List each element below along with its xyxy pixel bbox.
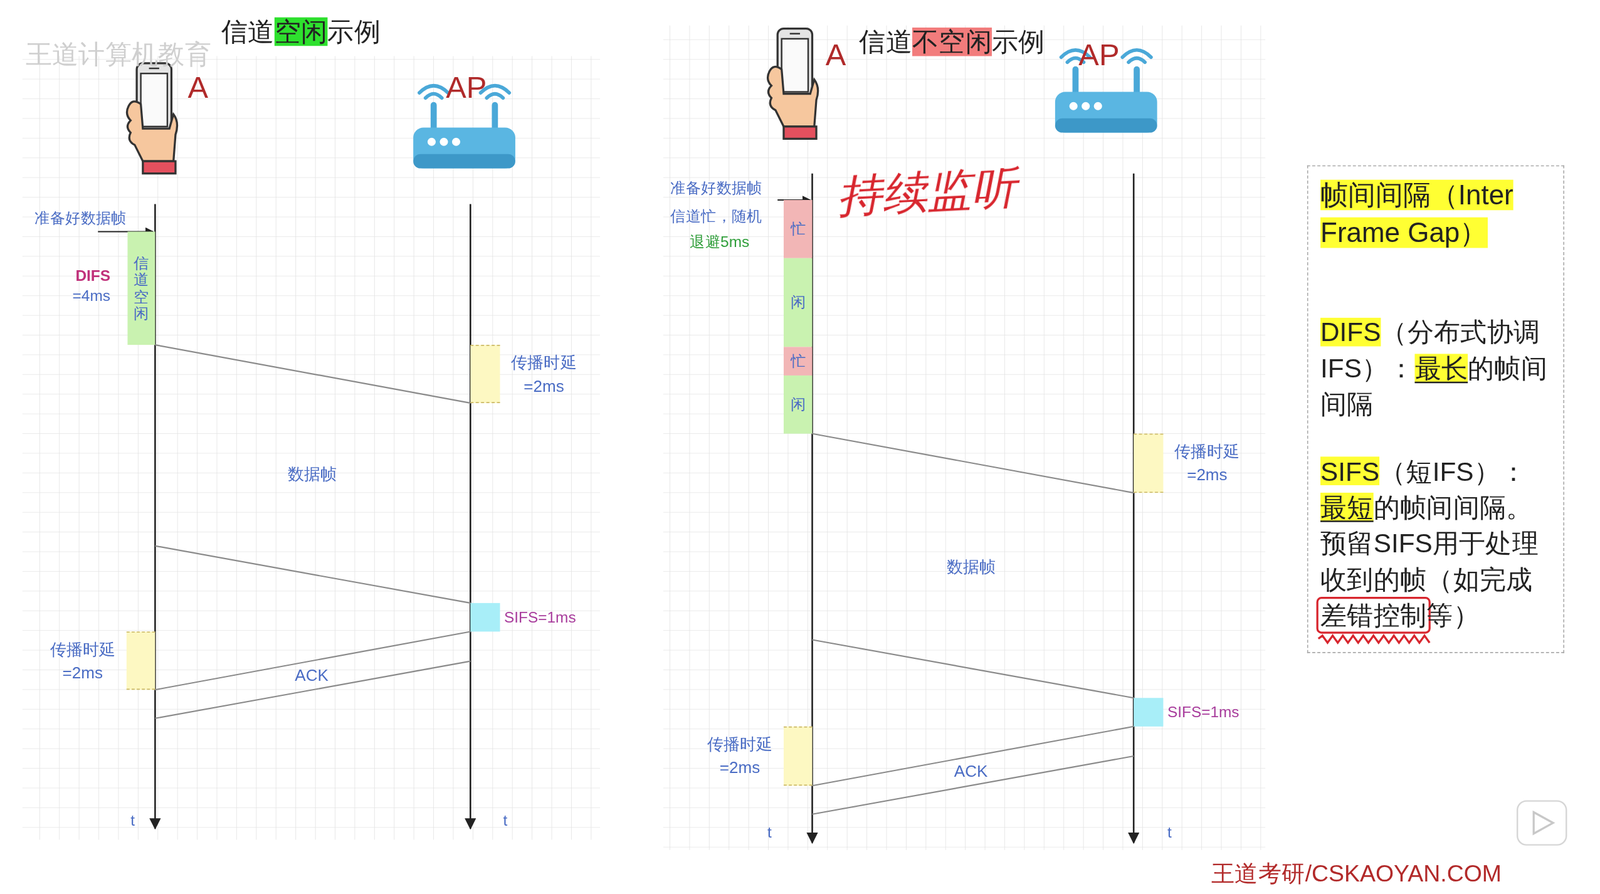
delay-label: 传播时延 =2ms bbox=[702, 732, 778, 780]
time-box: 闲 bbox=[783, 258, 813, 348]
label: 信道不空闲示例 bbox=[858, 26, 1045, 59]
play-icon bbox=[1533, 812, 1553, 834]
time-box: 忙 bbox=[783, 346, 813, 376]
note-text: 帧间间隔（Inter Frame Gap） bbox=[1320, 179, 1514, 248]
box-text: 闲 bbox=[790, 394, 806, 415]
delay-label: 传播时延 =2ms bbox=[505, 350, 582, 398]
note-paragraph: SIFS（短IFS）：最短的帧间间隔。预留SIFS用于处理收到的帧（如完成差错控… bbox=[1320, 453, 1553, 634]
label: t bbox=[502, 811, 508, 830]
time-box: 传播时延 =2ms bbox=[1133, 433, 1164, 493]
label: 准备好数据帧 bbox=[34, 209, 127, 228]
ink-scribble bbox=[1318, 635, 1430, 643]
delay-label: SIFS=1ms bbox=[504, 606, 577, 629]
note-paragraph: 帧间间隔（Inter Frame Gap） bbox=[1320, 176, 1553, 253]
label: t bbox=[130, 811, 135, 830]
box-text: 信道空闲 bbox=[133, 254, 149, 322]
label: ACK bbox=[294, 665, 329, 685]
time-box: SIFS=1ms bbox=[1133, 697, 1164, 727]
timelines bbox=[97, 173, 1134, 844]
label: 准备好数据帧 bbox=[670, 178, 762, 197]
time-box: SIFS=1ms bbox=[470, 603, 500, 632]
note-text: SIFS（短IFS）：最短的帧间间隔。预留SIFS用于处理收到的帧（如完成差错控… bbox=[1320, 455, 1539, 631]
time-box: 信道空闲 bbox=[127, 231, 155, 345]
time-box: 传播时延 =2ms bbox=[126, 631, 156, 690]
time-box: 忙 bbox=[783, 200, 813, 259]
label: t bbox=[1167, 823, 1172, 842]
note-text: DIFS（分布式协调 IFS）：最长的帧间间隔 bbox=[1320, 316, 1548, 420]
footer-text: 王道考研/CSKAOYAN.COM bbox=[1211, 860, 1502, 889]
box-text: 忙 bbox=[790, 219, 806, 239]
label: AP bbox=[1078, 36, 1120, 74]
label: 信道忙，随机 bbox=[670, 206, 762, 226]
grid bbox=[663, 25, 1266, 851]
delay-label: SIFS=1ms bbox=[1167, 700, 1240, 723]
time-box: 传播时延 =2ms bbox=[783, 726, 813, 786]
label: DIFS bbox=[75, 266, 111, 285]
label: 退避5ms bbox=[689, 232, 750, 251]
label: ACK bbox=[954, 761, 989, 781]
phone-icon bbox=[126, 63, 177, 174]
label: 信道空闲示例 bbox=[221, 16, 381, 49]
phone-icon bbox=[768, 28, 819, 140]
play-icon bbox=[1517, 801, 1567, 846]
label: A bbox=[187, 69, 209, 107]
grid bbox=[22, 56, 600, 841]
time-box: 闲 bbox=[783, 375, 813, 434]
handwritten-note: 持续监听 bbox=[835, 160, 1019, 224]
note-box: 帧间间隔（Inter Frame Gap） DIFS（分布式协调 IFS）：最长的… bbox=[1307, 165, 1565, 654]
frame-lines bbox=[154, 344, 1134, 815]
delay-label: 传播时延 =2ms bbox=[1169, 439, 1245, 487]
delay-label: 传播时延 =2ms bbox=[45, 636, 121, 685]
label: 数据帧 bbox=[287, 464, 337, 485]
box-text: 闲 bbox=[790, 292, 806, 313]
time-box: 传播时延 =2ms bbox=[470, 344, 500, 404]
box-text: 忙 bbox=[790, 351, 806, 372]
label: A bbox=[825, 36, 847, 74]
label: 数据帧 bbox=[946, 557, 996, 577]
label: =4ms bbox=[72, 286, 111, 305]
label: t bbox=[767, 823, 772, 842]
label: AP bbox=[445, 69, 487, 107]
label: 王道计算机教育 bbox=[25, 38, 212, 71]
note-paragraph: DIFS（分布式协调 IFS）：最长的帧间间隔 bbox=[1320, 314, 1553, 424]
